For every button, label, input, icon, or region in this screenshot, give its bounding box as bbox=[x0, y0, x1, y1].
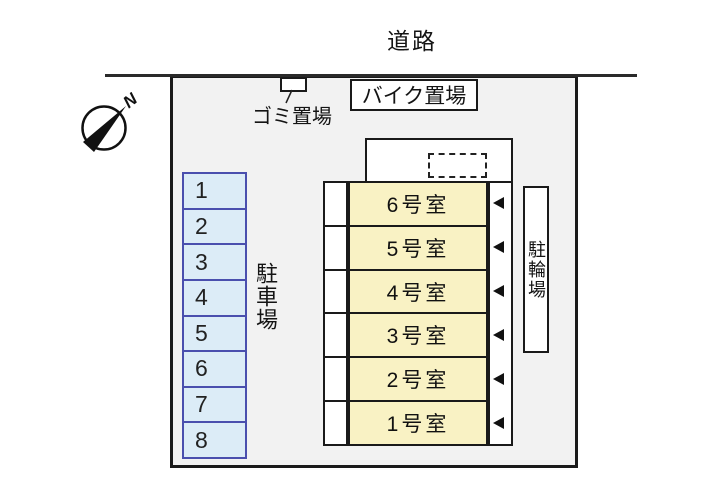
parking-space: 7 bbox=[182, 385, 247, 424]
car-parking-label: 駐車場 bbox=[253, 262, 278, 331]
bicycle-parking-area: 駐輪場 bbox=[523, 186, 549, 353]
parking-space-number: 2 bbox=[195, 212, 208, 239]
entrance-arrow-icon bbox=[493, 285, 504, 297]
parking-space-number: 3 bbox=[195, 248, 208, 275]
corridor-cell bbox=[323, 400, 348, 446]
room-cell: 3号室 bbox=[348, 312, 488, 359]
parking-space: 2 bbox=[182, 207, 247, 246]
entrance-arrow-icon bbox=[493, 329, 504, 341]
building-rooms-column: 6号室 5号室 4号室 3号室 2号室 1号室 bbox=[348, 181, 488, 446]
entrance-arrow-icon bbox=[493, 373, 504, 385]
compass-north-icon: N bbox=[81, 92, 141, 152]
building-entry-strip bbox=[488, 181, 513, 446]
corridor-cell bbox=[323, 312, 348, 359]
parking-space-number: 7 bbox=[195, 391, 208, 418]
building-corridor-strip bbox=[323, 181, 348, 446]
room-cell: 6号室 bbox=[348, 181, 488, 227]
parking-space: 4 bbox=[182, 278, 247, 317]
parking-space: 1 bbox=[182, 172, 247, 210]
room-cell: 5号室 bbox=[348, 224, 488, 271]
parking-space-number: 5 bbox=[195, 319, 208, 346]
building-top-section bbox=[365, 138, 513, 183]
bike-parking-area: バイク置場 bbox=[350, 79, 478, 111]
parking-space: 6 bbox=[182, 350, 247, 388]
parking-space-number: 1 bbox=[195, 177, 208, 204]
room-label: 5号室 bbox=[386, 237, 450, 261]
road-label: 道路 bbox=[387, 28, 437, 54]
parking-space-number: 6 bbox=[195, 355, 208, 382]
room-label: 6号室 bbox=[386, 193, 450, 217]
bicycle-parking-label: 駐輪場 bbox=[526, 239, 546, 300]
car-parking-column: 1 2 3 4 5 6 7 8 bbox=[182, 172, 247, 459]
corridor-cell bbox=[323, 224, 348, 271]
parking-space-number: 4 bbox=[195, 284, 208, 311]
corridor-cell bbox=[323, 356, 348, 403]
parking-space: 8 bbox=[182, 421, 247, 459]
room-label: 1号室 bbox=[386, 413, 450, 437]
room-cell: 4号室 bbox=[348, 268, 488, 315]
parking-space: 5 bbox=[182, 314, 247, 353]
room-cell: 1号室 bbox=[348, 400, 488, 446]
room-label: 4号室 bbox=[386, 281, 450, 305]
room-label: 3号室 bbox=[386, 325, 450, 349]
garbage-station-marker bbox=[280, 77, 307, 92]
parking-space: 3 bbox=[182, 243, 247, 281]
entrance-arrow-icon bbox=[493, 417, 504, 429]
corridor-cell bbox=[323, 268, 348, 315]
room-cell: 2号室 bbox=[348, 356, 488, 403]
room-label: 2号室 bbox=[386, 369, 450, 393]
porch-dashed-outline bbox=[428, 153, 487, 178]
entrance-arrow-icon bbox=[493, 197, 504, 209]
garbage-leader-line bbox=[285, 89, 293, 104]
road-boundary-line bbox=[105, 74, 637, 77]
parking-space-number: 8 bbox=[195, 426, 208, 453]
entrance-arrow-icon bbox=[493, 241, 504, 253]
garbage-area-label: ゴミ置場 bbox=[252, 106, 332, 128]
corridor-cell bbox=[323, 181, 348, 227]
bike-parking-label: バイク置場 bbox=[361, 85, 467, 108]
